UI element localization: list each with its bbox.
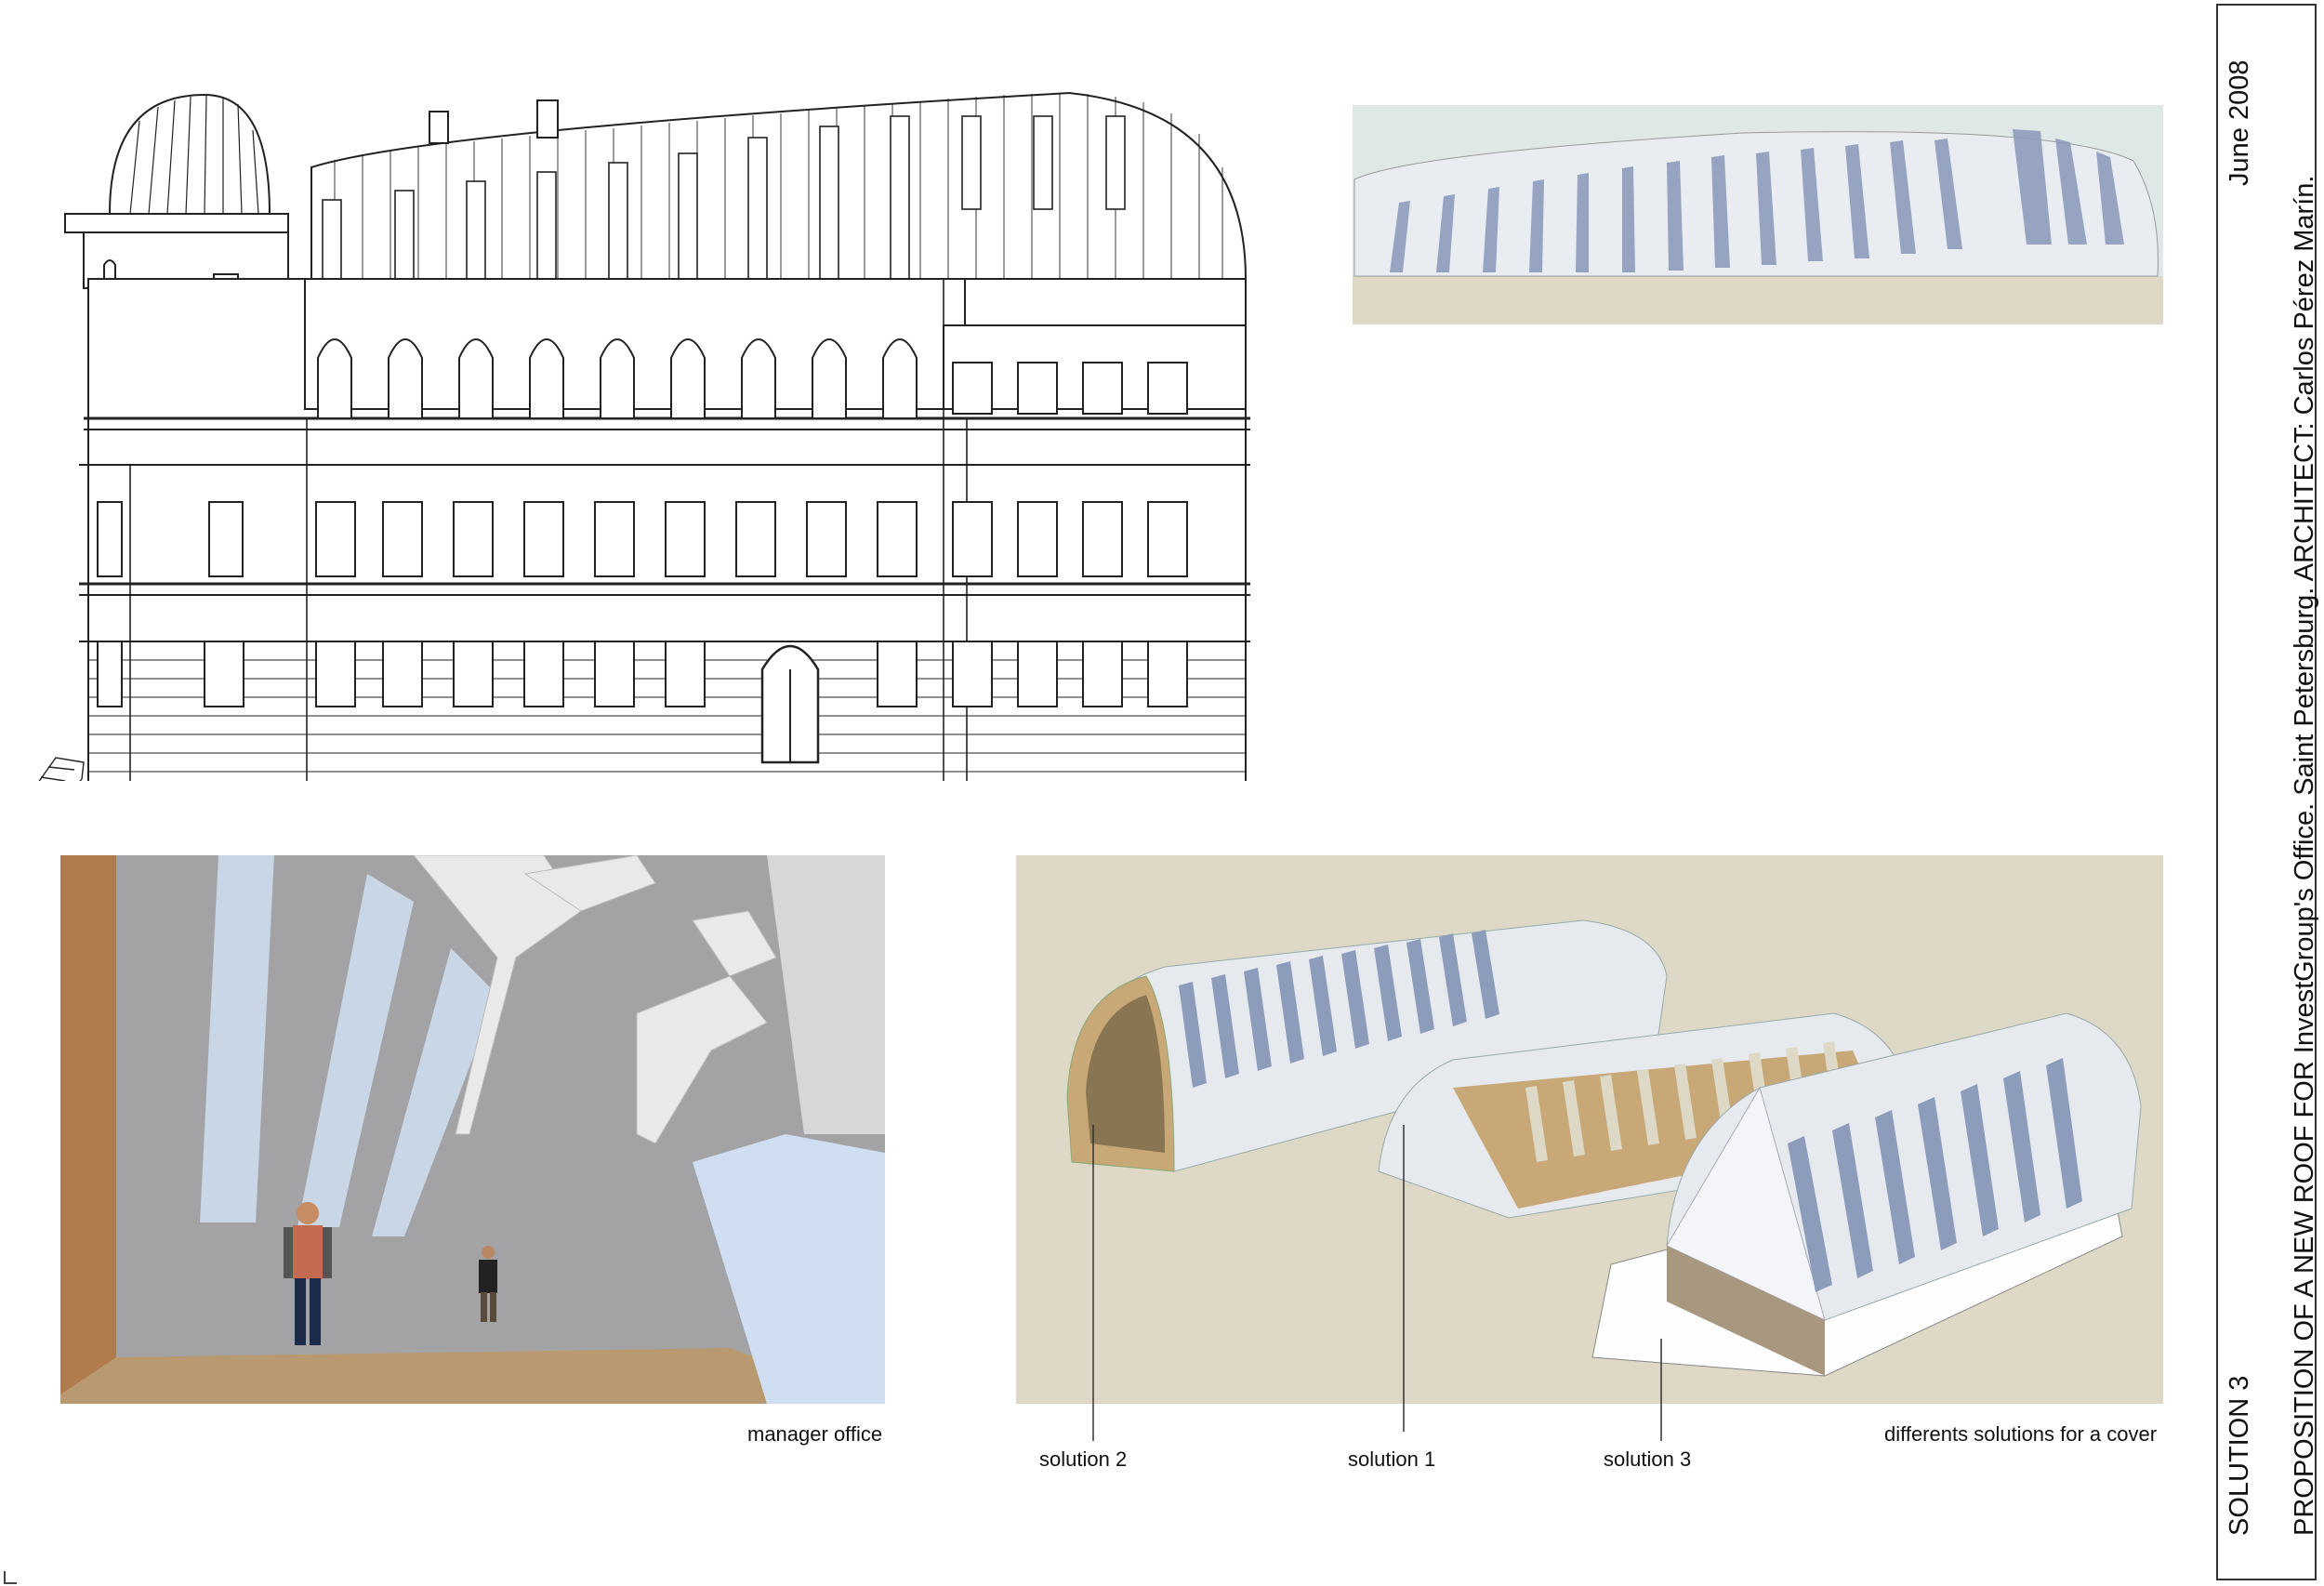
- caption-solution-1: solution 1: [1348, 1447, 1436, 1471]
- leader-lines: [1092, 1125, 1662, 1441]
- title-block: [2216, 4, 2317, 1580]
- building-elevation-drawing: [38, 91, 1250, 781]
- person-figure-large: [284, 1202, 332, 1345]
- caption-manager-office: manager office: [747, 1422, 883, 1446]
- manager-office-render: [60, 855, 885, 1404]
- caption-solution-2: solution 2: [1039, 1447, 1128, 1471]
- solution-3-model: [1591, 1012, 2142, 1377]
- project-date: June 2008: [2225, 59, 2254, 186]
- caption-differents-solutions: differents solutions for a cover: [1884, 1422, 2158, 1446]
- person-figure-small: [479, 1246, 497, 1322]
- caption-solution-3: solution 3: [1604, 1447, 1692, 1471]
- solution-label: SOLUTION 3: [2225, 1375, 2254, 1536]
- project-title: PROPOSITION OF A NEW ROOF FOR InvestGrou…: [2290, 175, 2319, 1536]
- corner-mark: [4, 1571, 17, 1584]
- solution-2-model: [1066, 919, 1668, 1172]
- roof-exterior-render: [1353, 105, 2163, 324]
- cover-solutions-render: [1016, 855, 2163, 1404]
